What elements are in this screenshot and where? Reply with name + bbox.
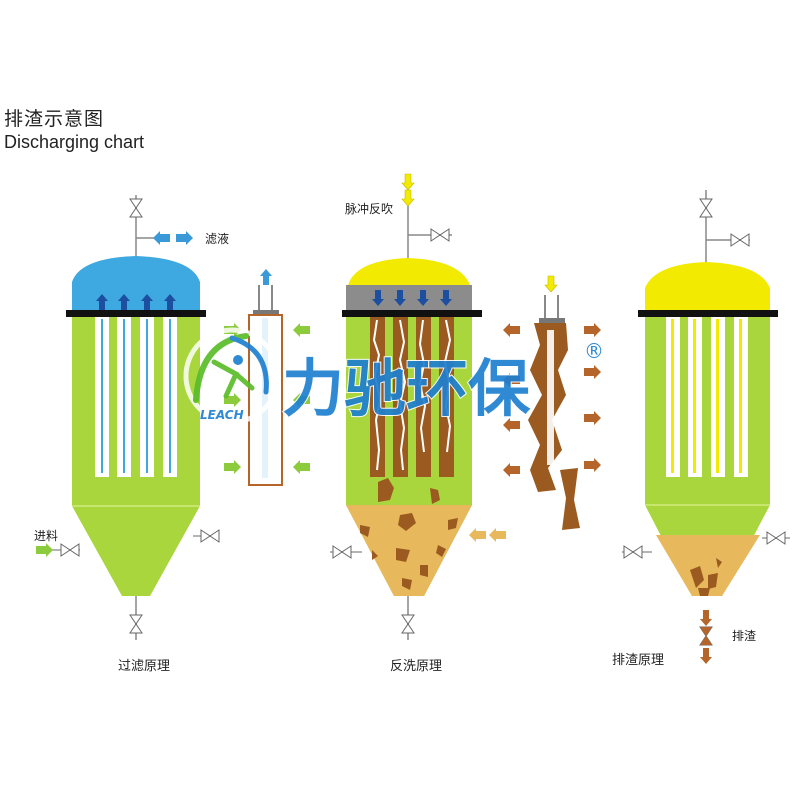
valve-icon[interactable] bbox=[699, 198, 713, 218]
vessel-body bbox=[72, 317, 200, 596]
valve-icon[interactable] bbox=[730, 233, 750, 247]
pulse-backflush-label: 脉冲反吹 bbox=[345, 201, 393, 216]
page-title-cn: 排渣示意图 bbox=[4, 108, 105, 130]
filter-element-detail-1 bbox=[224, 269, 310, 486]
arrow-icon bbox=[153, 231, 193, 245]
discharge-label: 排渣 bbox=[732, 629, 756, 643]
vessel-discharging: 排渣 排渣原理 bbox=[612, 190, 790, 668]
flow-arrows bbox=[469, 528, 506, 542]
filtrate-label: 滤液 bbox=[205, 231, 229, 246]
valve-icon[interactable] bbox=[200, 529, 220, 543]
filter-element-detail-2 bbox=[503, 275, 601, 530]
vessel-filtering: 滤液 进料 过滤原理 bbox=[34, 195, 229, 674]
caked-candles bbox=[370, 317, 454, 477]
brand-name: 力驰环保 bbox=[282, 352, 531, 425]
valve-icon[interactable] bbox=[129, 198, 143, 218]
valve-icon[interactable] bbox=[766, 531, 786, 545]
caption-filtering: 过滤原理 bbox=[118, 659, 170, 674]
feed-label: 进料 bbox=[34, 529, 58, 543]
page-title-en: Discharging chart bbox=[4, 132, 145, 152]
valve-icon[interactable] bbox=[623, 545, 643, 559]
dome-blue bbox=[72, 256, 200, 312]
tube-sheet bbox=[66, 310, 206, 317]
registered-mark: ® bbox=[584, 339, 604, 363]
logo-icon: LEACH bbox=[183, 327, 281, 425]
caption-backwash: 反洗原理 bbox=[390, 659, 442, 674]
filter-candles bbox=[95, 317, 177, 477]
bottom-valve-icon[interactable] bbox=[401, 614, 415, 634]
valve-icon[interactable] bbox=[430, 228, 450, 242]
sludge-chunks bbox=[360, 478, 458, 590]
feed-valve-icon[interactable] bbox=[60, 543, 80, 557]
caption-discharging: 排渣原理 bbox=[612, 653, 664, 668]
clean-candles bbox=[666, 317, 748, 477]
bottom-valve-icon[interactable] bbox=[129, 614, 143, 634]
watermark: LEACH 力驰环保 ® bbox=[183, 327, 604, 426]
valve-icon[interactable] bbox=[332, 545, 352, 559]
vessel-backwash: 脉冲反吹 bbox=[330, 173, 506, 674]
logo-brand-en: LEACH bbox=[200, 408, 244, 422]
